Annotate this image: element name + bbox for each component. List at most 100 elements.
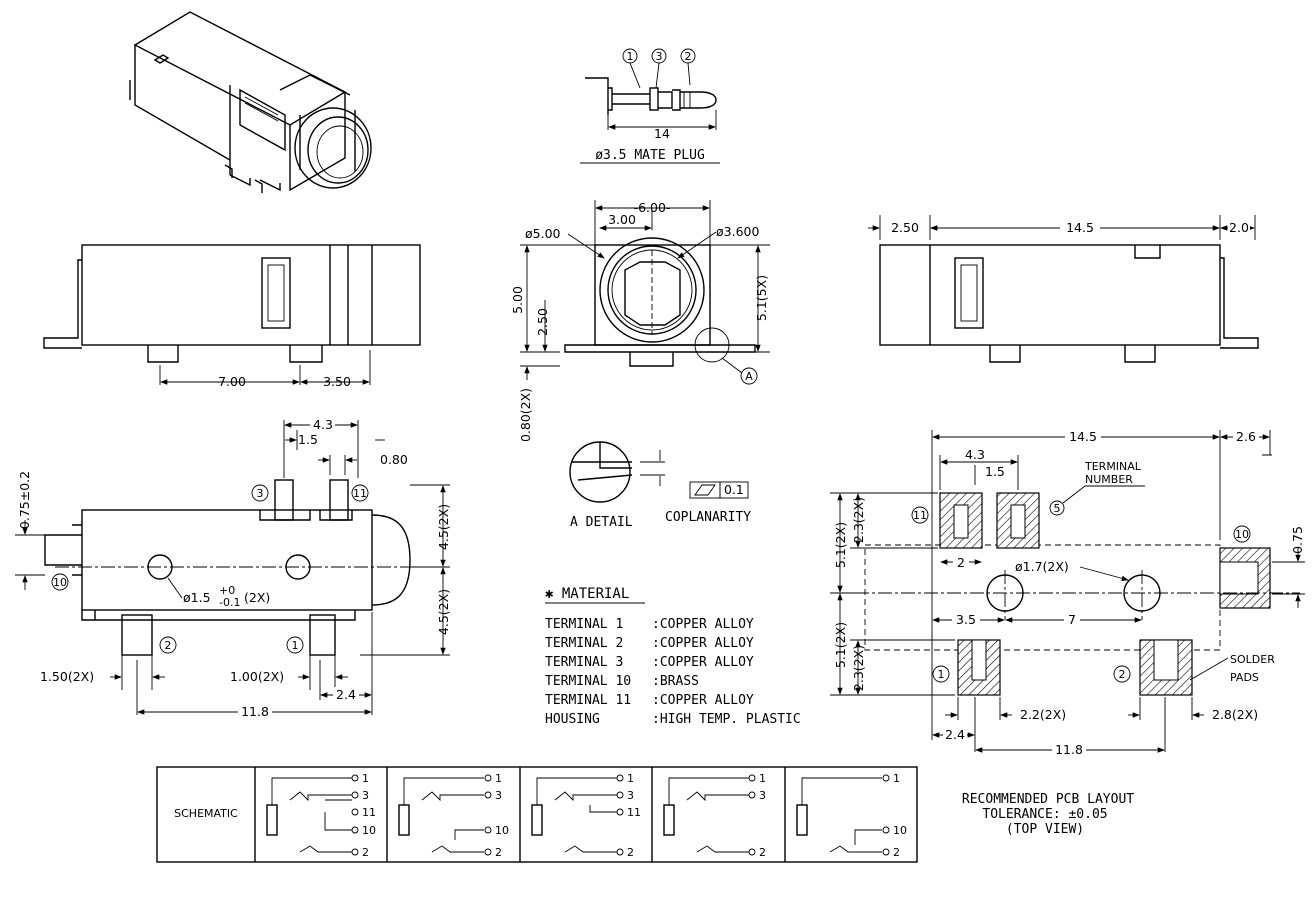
pin-2: 2 [893,846,900,859]
material-title: ✱ MATERIAL [545,586,629,602]
schematic-cell-2: 1 3 10 2 [398,772,509,859]
pcb-caption-2: TOLERANCE: ±0.05 [982,807,1107,822]
pin-10: 10 [362,824,376,837]
material-value-10: :BRASS [652,674,699,689]
bottom-hole-tol-lower: -0.1 [219,596,240,609]
bottom-dim-tol: 0.75±0.2 [17,471,32,529]
front-view: A -6.00- 3.00 ø5.00 ø3.600 5.00 2.50 5.1… [510,200,770,442]
material-item-1: TERMINAL 1 [545,617,623,632]
bottom-dim-2-4: 2.4 [336,687,356,702]
bottom-hole-tol-upper: +0 [219,584,235,597]
pcb-callout-11: 11 [913,509,927,522]
front-half-width: 3.00 [608,212,636,227]
material-item-11: TERMINAL 11 [545,693,631,708]
bottom-dim-0-8: 0.80 [380,452,408,467]
pin-1: 1 [495,772,502,785]
pcb-callout-2: 2 [1119,668,1126,681]
pin-2: 2 [627,846,634,859]
bottom-view: ø1.5 +0 -0.1 (2X) 3 11 10 2 1 4.3 1.5 0.… [15,417,451,719]
material-value-2: :COPPER ALLOY [652,636,754,651]
pcb-dim-2-2: 2.2(2X) [1020,707,1066,722]
coplanarity-label: COPLANARITY [665,510,751,525]
schematic-table: SCHEMATIC 1 3 11 10 2 1 3 10 2 1 3 11 [156,766,918,863]
material-value-housing: :HIGH TEMP. PLASTIC [652,712,801,727]
bottom-callout-11: 11 [353,487,367,500]
pcb-dim-7: 7 [1068,612,1076,627]
material-item-housing: HOUSING [545,712,600,727]
callout-1: 1 [627,50,634,63]
pcb-dim-2-3-lower: 2.3(2X) [851,645,866,691]
terminal-label-1: TERMINAL [1084,460,1142,473]
callout-3: 3 [656,50,663,63]
front-height: 5.00 [510,286,525,314]
bottom-hole-label: ø1.5 [183,590,211,605]
detail-label: A DETAIL [570,515,633,530]
pin-1: 1 [362,772,369,785]
pcb-dim-1-5: 1.5 [985,464,1005,479]
outer-dia: ø5.00 [525,226,561,241]
pin-10: 10 [495,824,509,837]
bottom-callout-2: 2 [165,639,172,652]
mate-plug-view: 1 3 2 14 ø3.5 MATE PLUG [580,48,720,164]
bottom-dim-1-0-2x: 1.00(2X) [230,669,284,684]
schematic-cell-1: 1 3 11 10 2 [266,772,376,859]
material-list: ✱ MATERIAL TERMINAL 1 :COPPER ALLOY TERM… [545,586,801,727]
schematic-cell-5: 1 10 2 [796,772,907,859]
pcb-dim-0-75: 0.75 [1290,526,1305,554]
terminal-label-2: NUMBER [1085,473,1133,486]
solder-label-1: SOLDER [1230,653,1275,666]
side-dim-7: 7.00 [218,374,246,389]
pcb-dim-2-4: 2.4 [945,727,965,742]
detail-ref: A [745,370,753,383]
bottom-dim-4-3: 4.3 [313,417,333,432]
schematic-cell-3: 1 3 11 2 [531,772,641,859]
bottom-dim-1-5: 1.5 [298,432,318,447]
pcb-dim-5-1-lower: 5.1(2X) [833,622,848,668]
front-right: 5.1(5X) [754,275,769,321]
mate-plug-label: ø3.5 MATE PLUG [595,148,705,163]
pcb-dim-14-5: 14.5 [1069,429,1097,444]
isometric-view [129,11,372,193]
coplanarity-value: 0.1 [724,482,744,497]
front-center: 2.50 [535,308,550,336]
detail-a: 0.1 A DETAIL COPLANARITY [569,441,751,530]
bottom-hole-suffix: (2X) [244,590,270,605]
pin-11: 11 [627,806,641,819]
pin-3: 3 [495,789,502,802]
bottom-dim-1-5-2x: 1.50(2X) [40,669,94,684]
pcb-dim-2: 2 [957,555,965,570]
pcb-layout: 14.5 2.6 4.3 1.5 TERMINAL NUMBER 5 11 10… [830,429,1305,837]
bottom-callout-3: 3 [257,487,264,500]
pin-3: 3 [362,789,369,802]
pcb-caption-1: RECOMMENDED PCB LAYOUT [962,792,1134,807]
pcb-hole-label: ø1.7(2X) [1015,559,1069,574]
pin-3: 3 [627,789,634,802]
front-width: -6.00- [634,200,671,215]
pcb-dim-11-8: 11.8 [1055,742,1083,757]
front-leg: 0.80(2X) [518,388,533,442]
material-item-3: TERMINAL 3 [545,655,623,670]
pcb-dim-3-5: 3.5 [956,612,976,627]
material-value-3: :COPPER ALLOY [652,655,754,670]
pin-3: 3 [759,789,766,802]
pcb-callout-5: 5 [1054,502,1061,515]
pin-2: 2 [495,846,502,859]
side-dim-14-5: 14.5 [1066,220,1094,235]
pcb-caption-3: (TOP VIEW) [1006,822,1084,837]
mate-plug-length: 14 [654,126,670,141]
right-side-view: 2.50 14.5 2.0 [868,215,1259,363]
pin-2: 2 [759,846,766,859]
bottom-dim-4-5-upper: 4.5(2X) [436,504,451,550]
side-dim-3-5: 3.50 [323,374,351,389]
side-dim-2-5: 2.50 [891,220,919,235]
pin-11: 11 [362,806,376,819]
pin-1: 1 [893,772,900,785]
pcb-callout-1: 1 [938,668,945,681]
pcb-callout-10: 10 [1235,528,1249,541]
material-value-1: :COPPER ALLOY [652,617,754,632]
pin-10: 10 [893,824,907,837]
pcb-dim-2-6: 2.6 [1236,429,1256,444]
inner-dia: ø3.600 [716,224,759,239]
callout-2: 2 [685,50,692,63]
